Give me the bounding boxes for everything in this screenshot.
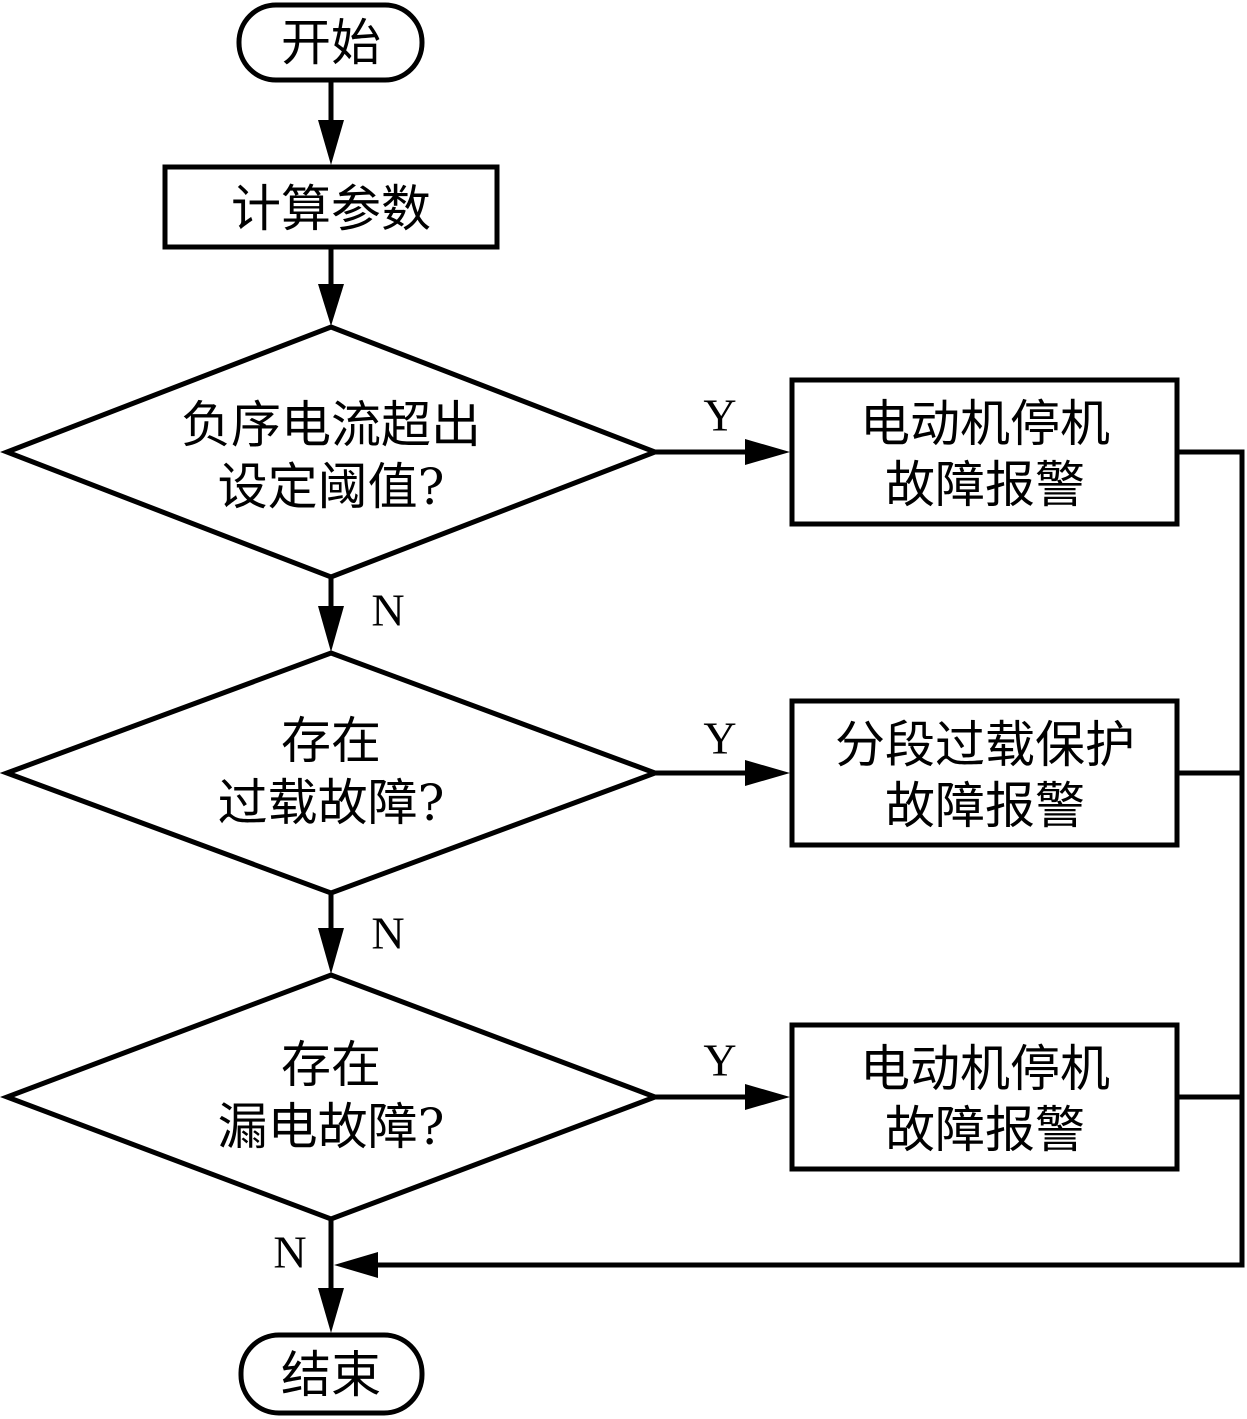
- arrowhead-down-icon: [318, 1288, 344, 1333]
- edge-decision2-yes: Y: [655, 713, 790, 786]
- action2-node: 分段过载保护 故障报警: [789, 698, 1180, 848]
- decision3-no-label: N: [273, 1227, 306, 1278]
- edge-decision1-yes: Y: [655, 390, 790, 465]
- calc-process-box: [162, 164, 500, 250]
- arrowhead-down-icon: [318, 606, 344, 652]
- action1-label-line2: 故障报警: [885, 456, 1085, 514]
- edge-calc-to-decision1: [318, 247, 344, 326]
- end-node: 结束: [238, 1332, 425, 1416]
- edge-decision3-no: N: [273, 1219, 344, 1333]
- start-node: 开始: [236, 2, 425, 83]
- action3-node: 电动机停机 故障报警: [789, 1022, 1180, 1172]
- decision2-label-line2: 过载故障?: [218, 774, 445, 832]
- edge-decision2-no: N: [318, 893, 405, 974]
- action3-process-box: [789, 1022, 1180, 1172]
- decision1-label-line2: 设定阈值?: [218, 458, 445, 516]
- decision1-label-line1: 负序电流超出: [181, 396, 481, 454]
- start-label: 开始: [281, 14, 381, 72]
- end-terminal-shape: [238, 1332, 425, 1416]
- action1-node: 电动机停机 故障报警: [789, 377, 1180, 527]
- decision3-node: 存在 漏电故障?: [0, 972, 663, 1222]
- action2-label-line1: 分段过载保护: [835, 716, 1135, 774]
- edge-decision1-no: N: [318, 577, 405, 652]
- decision2-diamond: [0, 650, 663, 896]
- decision1-no-label: N: [371, 585, 404, 636]
- decision1-yes-label: Y: [703, 390, 736, 441]
- decision2-node: 存在 过载故障?: [0, 650, 663, 896]
- action3-label-line1: 电动机停机: [860, 1040, 1110, 1098]
- calc-node: 计算参数: [162, 164, 500, 250]
- decision1-node: 负序电流超出 设定阈值?: [0, 324, 662, 580]
- decision2-no-label: N: [371, 908, 404, 959]
- decision3-label-line2: 漏电故障?: [218, 1098, 445, 1156]
- arrowhead-down-icon: [318, 928, 344, 974]
- merge-bus-line: [372, 449, 1245, 1268]
- edge-decision3-yes: Y: [655, 1035, 790, 1110]
- arrowhead-down-icon: [318, 120, 344, 165]
- decision3-yes-label: Y: [703, 1035, 736, 1086]
- arrowhead-right-icon: [745, 439, 790, 465]
- decision3-label-line1: 存在: [281, 1036, 381, 1094]
- calc-label: 计算参数: [231, 180, 431, 238]
- edge-actions-merge-bus: [334, 449, 1245, 1278]
- decision3-diamond: [0, 972, 663, 1222]
- arrowhead-left-icon: [334, 1252, 378, 1278]
- action3-label-line2: 故障报警: [885, 1101, 1085, 1159]
- end-label: 结束: [281, 1346, 381, 1404]
- action1-label-line1: 电动机停机: [860, 395, 1110, 453]
- arrowhead-right-icon: [745, 760, 790, 786]
- action2-label-line2: 故障报警: [885, 777, 1085, 835]
- decision2-yes-label: Y: [703, 713, 736, 764]
- arrowhead-down-icon: [318, 284, 344, 326]
- arrowhead-right-icon: [745, 1084, 790, 1110]
- edge-start-to-calc: [318, 80, 344, 165]
- decision2-label-line1: 存在: [281, 712, 381, 770]
